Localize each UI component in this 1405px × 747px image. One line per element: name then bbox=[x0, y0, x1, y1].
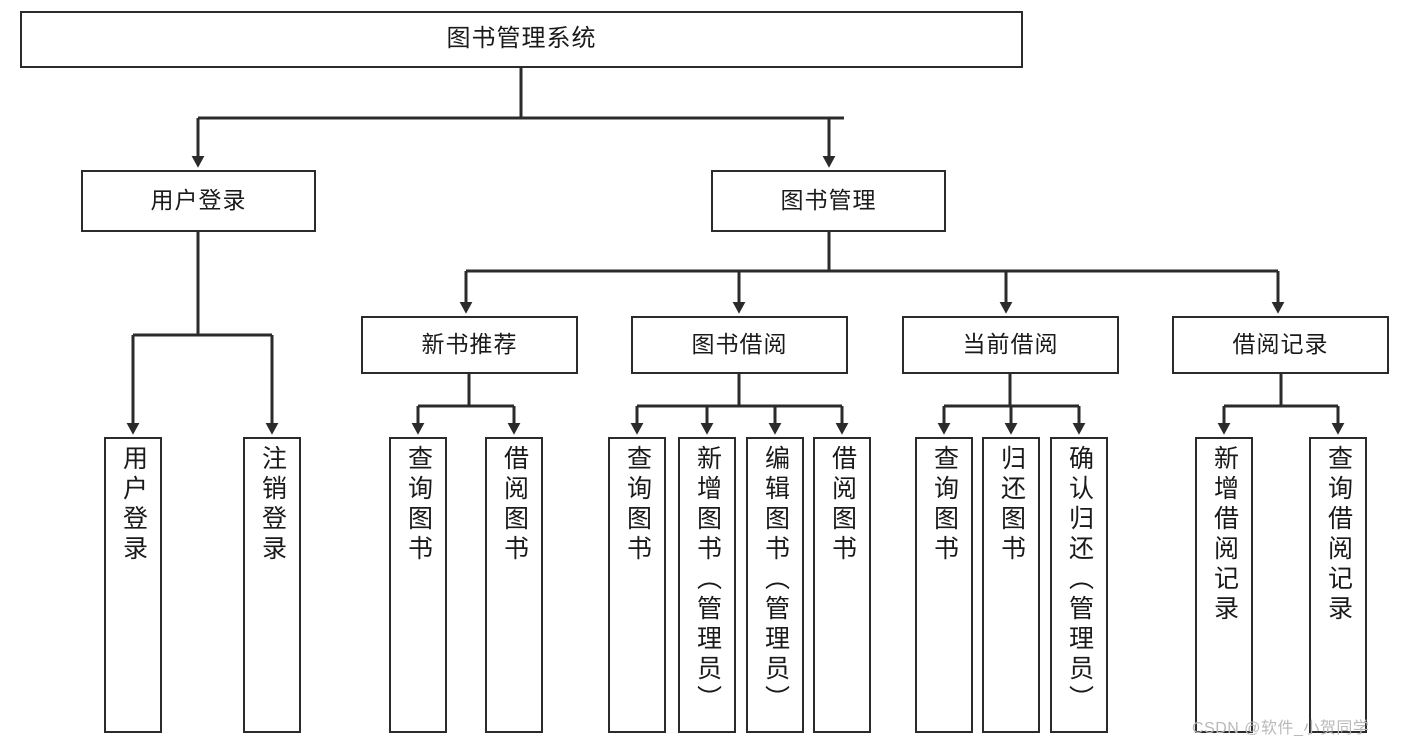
node-leaf-confirm-return-admin-label: 确认归还（管理员） bbox=[1065, 445, 1094, 715]
node-leaf-user-login[interactable]: 用户登录 bbox=[104, 437, 162, 733]
node-leaf-query-book-1[interactable]: 查询图书 bbox=[389, 437, 447, 733]
node-leaf-query-book-3-label: 查询图书 bbox=[930, 445, 959, 565]
node-leaf-edit-book-admin-label: 编辑图书（管理员） bbox=[761, 445, 790, 715]
node-leaf-add-borrow-record[interactable]: 新增借阅记录 bbox=[1195, 437, 1253, 733]
node-leaf-edit-book-admin[interactable]: 编辑图书（管理员） bbox=[746, 437, 804, 733]
node-leaf-query-book-1-label: 查询图书 bbox=[404, 445, 433, 565]
node-leaf-query-book-3[interactable]: 查询图书 bbox=[915, 437, 973, 733]
node-user-login-label: 用户登录 bbox=[150, 187, 247, 214]
node-book-borrow-label: 图书借阅 bbox=[691, 331, 788, 358]
node-leaf-user-login-label: 用户登录 bbox=[119, 445, 148, 565]
node-book-manage-label: 图书管理 bbox=[780, 187, 877, 214]
node-user-login[interactable]: 用户登录 bbox=[81, 170, 316, 232]
node-current-borrow-label: 当前借阅 bbox=[962, 331, 1059, 358]
node-leaf-return-book-label: 归还图书 bbox=[997, 445, 1026, 565]
node-leaf-borrow-book-1[interactable]: 借阅图书 bbox=[485, 437, 543, 733]
node-new-book-rec-label: 新书推荐 bbox=[421, 331, 518, 358]
node-book-borrow[interactable]: 图书借阅 bbox=[631, 316, 848, 374]
node-leaf-borrow-book-2-label: 借阅图书 bbox=[828, 445, 857, 565]
node-leaf-add-book-admin-label: 新增图书（管理员） bbox=[693, 445, 722, 715]
node-root-label: 图书管理系统 bbox=[446, 25, 597, 53]
node-leaf-query-book-2[interactable]: 查询图书 bbox=[608, 437, 666, 733]
node-leaf-add-borrow-record-label: 新增借阅记录 bbox=[1210, 445, 1239, 625]
node-leaf-confirm-return-admin[interactable]: 确认归还（管理员） bbox=[1050, 437, 1108, 733]
node-leaf-query-borrow-record[interactable]: 查询借阅记录 bbox=[1309, 437, 1367, 733]
node-leaf-logout[interactable]: 注销登录 bbox=[243, 437, 301, 733]
node-current-borrow[interactable]: 当前借阅 bbox=[902, 316, 1119, 374]
csdn-watermark: CSDN @软件_小贺同学 bbox=[1192, 720, 1370, 737]
node-leaf-query-book-2-label: 查询图书 bbox=[623, 445, 652, 565]
node-leaf-return-book[interactable]: 归还图书 bbox=[982, 437, 1040, 733]
node-book-manage[interactable]: 图书管理 bbox=[711, 170, 946, 232]
node-borrow-record-label: 借阅记录 bbox=[1232, 331, 1329, 358]
node-borrow-record[interactable]: 借阅记录 bbox=[1172, 316, 1389, 374]
node-leaf-logout-label: 注销登录 bbox=[258, 445, 287, 565]
node-leaf-query-borrow-record-label: 查询借阅记录 bbox=[1324, 445, 1353, 625]
node-new-book-rec[interactable]: 新书推荐 bbox=[361, 316, 578, 374]
node-leaf-borrow-book-2[interactable]: 借阅图书 bbox=[813, 437, 871, 733]
node-leaf-add-book-admin[interactable]: 新增图书（管理员） bbox=[678, 437, 736, 733]
node-leaf-borrow-book-1-label: 借阅图书 bbox=[500, 445, 529, 565]
node-root[interactable]: 图书管理系统 bbox=[20, 11, 1023, 68]
